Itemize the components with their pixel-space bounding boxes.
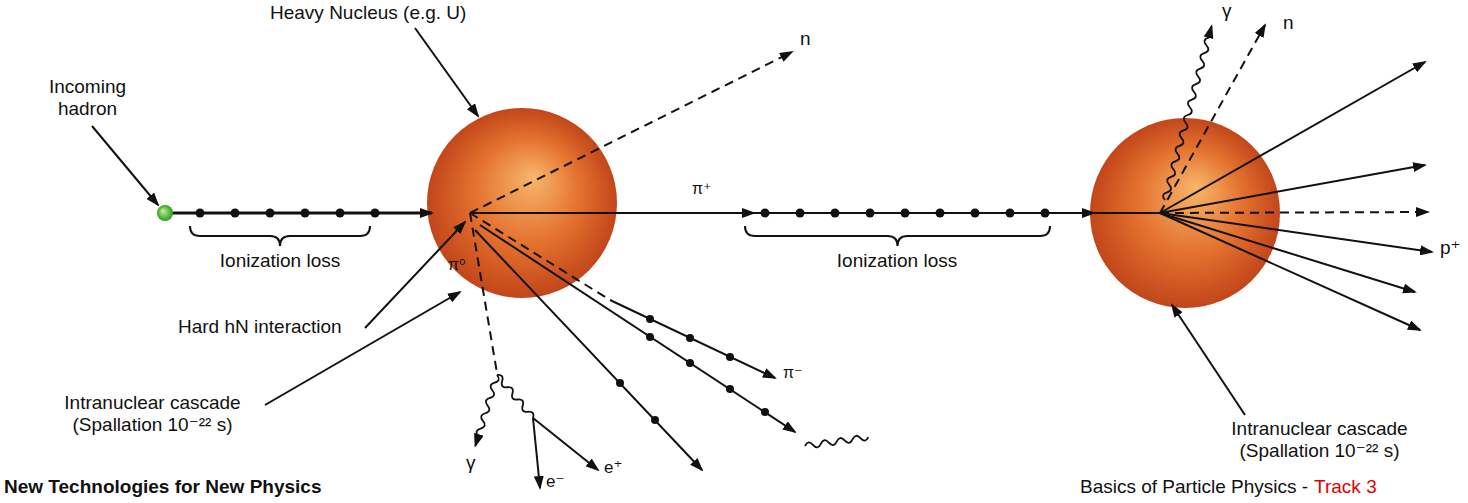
ionization-brace <box>745 226 1050 246</box>
electron-track <box>533 418 540 488</box>
pion-track <box>1092 212 1160 214</box>
photon-wave <box>472 374 499 447</box>
particle-label: π⁻ <box>783 364 802 382</box>
footer-text: Basics of Particle Physics - <box>1080 476 1308 498</box>
particle-label: e⁻ <box>546 472 564 492</box>
hadron-track <box>610 300 775 378</box>
ionization-label: Ionization loss <box>837 250 957 272</box>
particle-label: n <box>800 28 811 50</box>
photon-wave <box>1162 25 1214 200</box>
particle-label: π⁺ <box>692 180 711 198</box>
pion-track <box>470 212 754 214</box>
hadron-track <box>1160 62 1425 213</box>
proton-track <box>1160 213 1432 252</box>
particle-label: p⁺ <box>1440 237 1461 259</box>
hadron-label: Incoming hadron <box>35 76 140 120</box>
particle-label: n <box>1283 12 1294 34</box>
hadron-track <box>1160 213 1420 330</box>
particle-label: γ <box>1222 0 1232 22</box>
hadron-track <box>1160 165 1425 213</box>
neutron-track <box>1160 25 1265 213</box>
leader-arrow <box>365 222 465 328</box>
footer-track: Track 3 <box>1314 476 1377 498</box>
neutron-track <box>470 52 792 213</box>
ionization-label: Ionization loss <box>220 250 340 272</box>
ionization-brace <box>190 226 370 246</box>
neutral-pion-track <box>470 213 497 373</box>
particle-label: γ <box>466 452 476 474</box>
footer-title: New Technologies for New Physics <box>4 476 321 498</box>
heavy-nucleus <box>427 108 617 298</box>
hadron-track <box>475 230 702 470</box>
hadron-track <box>165 212 432 215</box>
particle-label: π⁰ <box>448 256 465 274</box>
leader-arrow <box>265 292 460 405</box>
leader-arrow <box>92 126 158 205</box>
cascade-label: Intranuclear cascade (Spallation 10⁻²² s… <box>1212 418 1427 462</box>
hadron-track <box>470 213 610 300</box>
incoming-hadron <box>157 205 173 221</box>
photon-wave <box>805 434 869 449</box>
cascade-label: Intranuclear cascade (Spallation 10⁻²² s… <box>50 392 255 436</box>
particle-label: e⁺ <box>604 458 622 478</box>
photon-wave <box>495 373 536 420</box>
nucleus-label: Heavy Nucleus (e.g. U) <box>270 2 466 24</box>
hadron-track <box>1160 213 1415 292</box>
positron-track <box>533 418 598 470</box>
interaction-label: Hard hN interaction <box>178 316 342 338</box>
neutron-track <box>1160 212 1428 213</box>
leader-arrow <box>415 28 478 116</box>
leader-arrow <box>1172 305 1245 415</box>
